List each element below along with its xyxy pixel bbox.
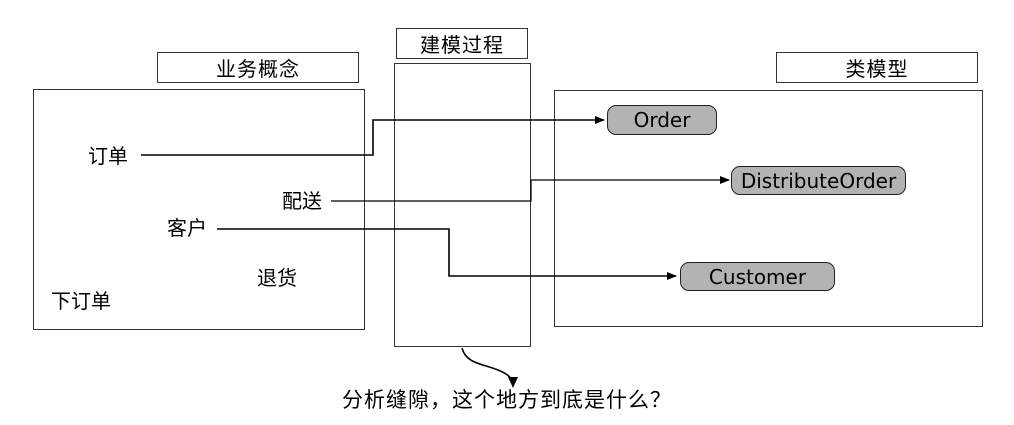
term-place-order: 下订单 <box>51 289 111 313</box>
class-distribute-order-label: DistributeOrder <box>740 168 897 193</box>
class-order-label: Order <box>633 108 691 132</box>
business-concepts-header-text: 业务概念 <box>216 57 300 81</box>
modeling-process-header-text: 建模过程 <box>420 33 504 57</box>
term-order: 订单 <box>88 144 128 168</box>
modeling-process-panel <box>394 63 531 347</box>
class-distribute-order: DistributeOrder <box>731 166 906 195</box>
term-delivery: 配送 <box>282 189 322 213</box>
class-customer: Customer <box>680 262 835 291</box>
gap-question: 分析缝隙，这个地方到底是什么？ <box>342 388 672 412</box>
class-model-header-text: 类模型 <box>845 57 909 81</box>
business-concepts-header: 业务概念 <box>157 52 359 83</box>
class-model-header: 类模型 <box>776 52 978 83</box>
term-return-goods: 退货 <box>257 266 297 290</box>
customer-connector <box>217 228 677 280</box>
gap-pointer-arrow <box>461 347 514 385</box>
delivery-connector <box>331 176 730 202</box>
modeling-process-header: 建模过程 <box>396 28 528 59</box>
gap-pointer-arrowhead <box>508 377 518 388</box>
order-connector <box>141 116 605 156</box>
class-customer-label: Customer <box>708 264 807 289</box>
term-customer: 客户 <box>167 216 207 240</box>
business-concepts-panel <box>33 89 365 330</box>
class-order: Order <box>607 105 717 135</box>
